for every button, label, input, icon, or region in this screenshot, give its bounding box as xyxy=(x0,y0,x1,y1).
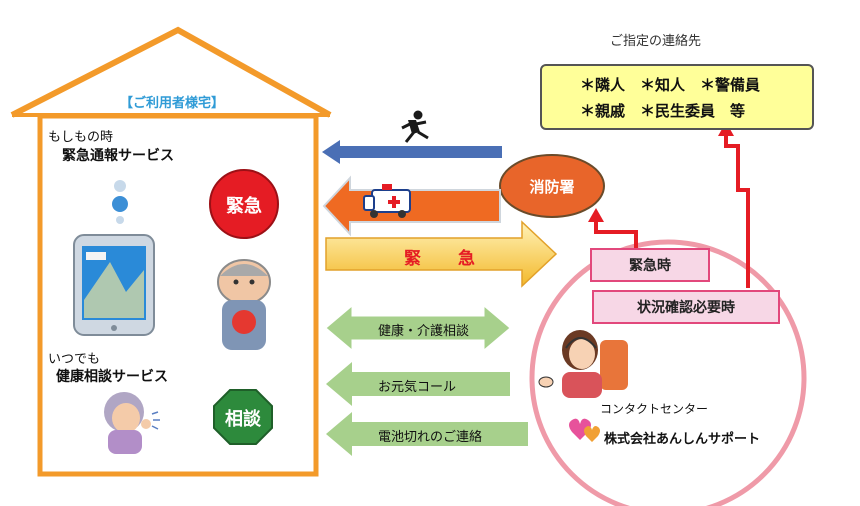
contacts-line-1: ＊隣人 ＊知人 ＊警備員 xyxy=(580,76,761,94)
battery-arrow-label: 電池切れのご連絡 xyxy=(378,430,483,445)
orange-arrow xyxy=(322,175,501,237)
emergency-arrow xyxy=(325,220,558,288)
elderly-man-icon xyxy=(217,259,271,350)
ambulance-icon xyxy=(363,184,411,218)
battery-arrow xyxy=(326,412,528,456)
contacts-line-2: ＊親戚 ＊民生委員 等 xyxy=(580,102,746,120)
company-name: 株式会社あんしんサポート xyxy=(604,432,761,447)
ogenki-arrow xyxy=(326,362,510,406)
red-connectors xyxy=(594,134,750,288)
emergency-heading-2: 緊急通報サービス xyxy=(62,148,174,164)
house-outline xyxy=(10,26,332,477)
company-logo xyxy=(569,418,600,442)
pendant-icon xyxy=(112,180,128,224)
fire-station-label: 消防署 xyxy=(529,178,575,196)
runner-icon xyxy=(401,110,429,143)
smartphone-icon xyxy=(73,234,155,336)
contacts-title: ご指定の連絡先 xyxy=(610,34,702,49)
consult-badge: 相談 xyxy=(225,409,261,430)
consult-heading-2: 健康相談サービス xyxy=(56,369,168,385)
elderly-woman-icon xyxy=(104,392,160,454)
contact-center-name: コンタクトセンター xyxy=(600,402,709,416)
health-double-arrow xyxy=(325,304,511,352)
emergency-heading-1: もしもの時 xyxy=(48,130,114,145)
operator-icon xyxy=(538,330,628,398)
ogenki-arrow-label: お元気コール xyxy=(378,380,457,395)
contacts-box: ＊隣人 ＊知人 ＊警備員 ＊親戚 ＊民生委員 等 xyxy=(540,64,814,130)
emergency-time-box: 緊急時 xyxy=(590,248,710,282)
health-arrow-label: 健康・介護相談 xyxy=(378,324,470,339)
emergency-badge-shape xyxy=(209,169,279,239)
consult-heading-1: いつでも xyxy=(48,352,101,367)
red-arrowhead-fire xyxy=(588,208,604,222)
emergency-badge: 緊急 xyxy=(226,196,262,217)
house-label: 【ご利用者様宅】 xyxy=(120,96,225,111)
emergency-arrow-label: 緊 急 xyxy=(404,249,485,269)
status-check-box: 状況確認必要時 xyxy=(592,290,780,324)
fire-station-ellipse xyxy=(499,154,605,218)
consult-badge-shape xyxy=(213,389,273,445)
blue-arrow xyxy=(322,140,502,164)
